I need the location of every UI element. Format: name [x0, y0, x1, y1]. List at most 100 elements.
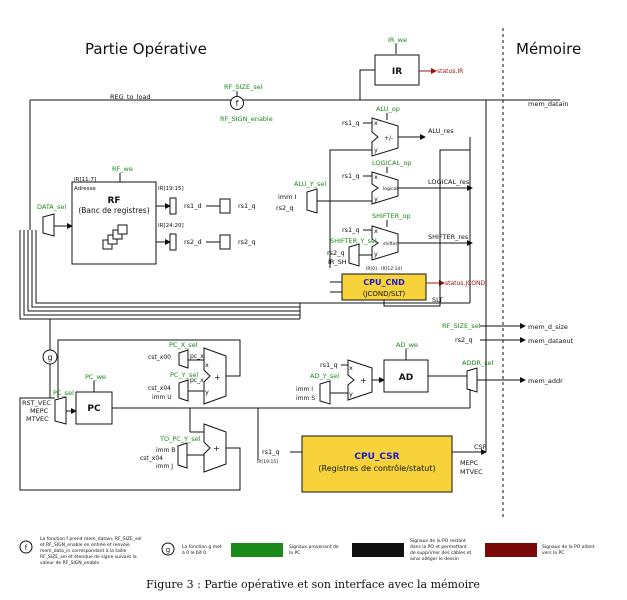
to-pc-immJ: imm J [156, 463, 173, 470]
cpu-cnd-title: CPU_CND [363, 278, 405, 287]
ad-y-sel-mux [319, 380, 331, 405]
bus-line-4 [35, 230, 300, 304]
legend-f-line-1: La fonction f prend mem_datain, RF_SIZE_… [40, 536, 142, 542]
f-function-label: f [236, 99, 239, 108]
rf-we-label: RF_we [112, 165, 133, 173]
rf-sign-enable-label: RF_SIGN_enable [220, 115, 273, 123]
shifter-unit [371, 225, 399, 261]
shifter-y: y [374, 250, 378, 258]
legend-f-line-4: RF_SIZE_sel et étendue de signe suivant … [40, 553, 137, 560]
logical-sym: logical [383, 186, 398, 192]
pc-register [75, 391, 113, 425]
ir-register [374, 54, 420, 86]
legend-f-node [19, 540, 33, 554]
g-function-label: g [47, 353, 52, 362]
logical-y: y [374, 195, 378, 203]
rf-title: RF [107, 196, 120, 206]
legend-black-line-2: dans la PO et permettant [410, 544, 467, 550]
f-function-node [230, 96, 244, 110]
rf-subtitle: (Banc de registres) [78, 206, 149, 215]
bus-line-2 [27, 230, 300, 312]
cpu-csr-block [301, 435, 453, 493]
addr-sel-mux [466, 367, 478, 393]
ad-we-label: AD_we [396, 341, 418, 349]
rf-port2-latch [169, 233, 177, 251]
legend-green-line-2: la PC [289, 550, 300, 556]
legend-green-swatch [231, 543, 283, 557]
bus-line-5 [19, 230, 300, 320]
rs1-d-label: rs1_d [184, 202, 202, 210]
csr-mepc-label: MEPC [460, 459, 479, 467]
alu-y-immI: imm I [278, 193, 297, 201]
legend-f-line-5: valeur de RF_SIGN_enable [40, 560, 99, 566]
pc-sel-label: PC_sel [53, 389, 74, 397]
mem-datain-label: mem_datain [528, 100, 568, 108]
cpu-cnd-block [341, 273, 427, 301]
alu-rs1-label: rs1_q [342, 119, 360, 127]
mem-rf-size-sel-label: RF_SIZE_sel [442, 322, 481, 330]
to-pc-cst: cst_x04 [140, 455, 163, 462]
ir-status-label: status.IR [437, 68, 463, 75]
mem-rs2-label: rs2_q [455, 336, 473, 344]
shifter-x: x [374, 227, 378, 235]
pc-x-cst: cst_x00 [148, 354, 171, 361]
shifter-y-sel-label: SHIFTER_Y_sel [330, 237, 377, 245]
to-pc-y-sel-label: TO_PC_Y_sel [159, 435, 201, 443]
alu-y-sel-mux [306, 188, 318, 214]
legend-green-line-1: Signaux provenant de [289, 544, 339, 550]
bus-line-3 [31, 230, 300, 308]
alu-y-sel-label: ALU_Y_sel [294, 180, 326, 188]
pc-adder-plus: + [214, 373, 221, 382]
pc-adder-feedback [57, 339, 241, 398]
to-pc-y-sel-mux [177, 442, 188, 469]
mem-d-size-label: mem_d_size [528, 323, 568, 331]
logical-rs1-label: rs1_q [342, 172, 360, 180]
mem-dataout-label: mem_dataout [528, 337, 574, 345]
legend-black-line-4: ainsi alléger le dessin [410, 555, 459, 562]
pc-adder [203, 347, 227, 405]
csr-irs-label: IR[19:15] [257, 459, 278, 465]
alu-y-rs2: rs2_q [276, 204, 294, 212]
cpu-csr-subtitle: (Registres de contrôle/statut) [318, 463, 435, 473]
rf-adresse: Adresse [74, 186, 96, 192]
pc-y-sel-label: PC_Y_sel [170, 371, 198, 379]
header-memory: Mémoire [516, 40, 581, 58]
legend-red-line-1: Signaux de la PO allant [542, 544, 595, 550]
logical-unit [371, 171, 399, 205]
legend-g-label: g [166, 546, 170, 554]
legend-red-line-2: vers la PC [542, 550, 564, 556]
mepc-input-label: MEPC [30, 407, 49, 415]
rs1-register [219, 198, 231, 214]
alu-sym: +/- [384, 135, 393, 142]
logical-x: x [374, 173, 378, 181]
shifter-y-rs2: rs2_q [327, 249, 345, 257]
pc-adder-x: x [205, 361, 209, 369]
to-pc-immB: imm B [156, 447, 175, 454]
legend-f-line-2: et RF_SIGN_enable en entrée et renvoie [40, 541, 130, 548]
pc-y-cst: cst_x04 [148, 385, 171, 392]
rf-ir-range: IR[11:7] [74, 177, 96, 183]
csr-mtvec-label: MTVEC [460, 468, 483, 476]
rs2-register [219, 234, 231, 250]
mtvec-input-label: MTVEC [26, 415, 49, 423]
pc-y-imm: imm U [152, 394, 172, 401]
to-pc-adder [203, 423, 227, 473]
rs1-q-label: rs1_q [238, 202, 256, 210]
ad-rs1-label: rs1_q [320, 361, 338, 369]
addr-sel-label: ADDR_sel [462, 359, 494, 367]
rf-port1-latch [169, 197, 177, 215]
legend-black-swatch [352, 543, 404, 557]
rf-port1-range: IR[19:15] [158, 186, 184, 192]
cnd-ir-label: IR[0] · IR[12:14] [366, 266, 402, 272]
legend-black-line-3: de supprimer des câbles et [410, 549, 472, 556]
pc-x-pc: pc_x [190, 353, 204, 360]
pc-sel-mux [54, 396, 67, 425]
ir-input-wire [359, 69, 375, 100]
shifter-rs1-label: rs1_q [342, 226, 360, 234]
rf-size-sel-label: RF_SIZE_sel [224, 83, 263, 91]
figure-caption: Figure 3 : Partie opérative et son inter… [146, 578, 480, 591]
to-pc-adder-plus: + [213, 444, 220, 453]
pc-y-sel-mux [178, 379, 189, 402]
pc-name: PC [87, 404, 101, 414]
shifter-res-label: SHIFTER_res [428, 233, 469, 241]
